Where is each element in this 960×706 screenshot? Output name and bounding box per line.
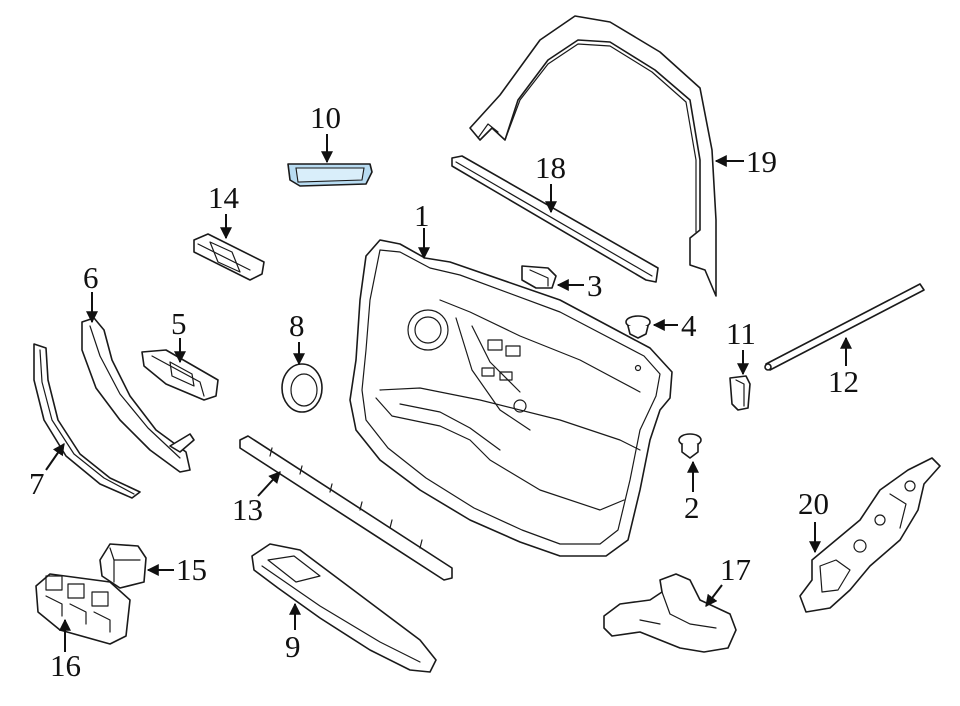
callout-17: 17: [720, 552, 751, 587]
part-12-rod[interactable]: [764, 283, 925, 371]
callout-10: 10: [310, 100, 341, 135]
callout-1: 1: [414, 198, 430, 233]
part-8-speaker-ring[interactable]: [281, 363, 323, 413]
callout-12: 12: [828, 364, 859, 399]
part-15-switch[interactable]: [99, 543, 147, 589]
callout-14: 14: [208, 180, 240, 215]
callout-3: 3: [587, 268, 603, 303]
callout-8: 8: [289, 308, 305, 343]
callout-13: 13: [232, 492, 263, 527]
part-19-window-frame[interactable]: [469, 15, 717, 297]
part-3-clip-bracket[interactable]: [521, 265, 557, 289]
part-6-trim-strip[interactable]: [81, 317, 195, 473]
part-18-weatherstrip[interactable]: [451, 155, 659, 283]
callout-4: 4: [681, 308, 697, 343]
callout-15: 15: [176, 552, 207, 587]
part-1-door-panel[interactable]: [349, 239, 673, 557]
callout-9: 9: [285, 629, 301, 664]
callout-5: 5: [171, 306, 187, 341]
part-20-reinforcement[interactable]: [799, 457, 941, 613]
part-7-trim-strip[interactable]: [33, 343, 141, 499]
callout-20: 20: [798, 486, 829, 521]
callout-11: 11: [726, 316, 756, 351]
part-4-grommet[interactable]: [625, 315, 651, 339]
part-17-bracket[interactable]: [603, 573, 737, 653]
callout-19: 19: [746, 144, 777, 179]
part-14-switch-housing[interactable]: [193, 233, 265, 281]
leader-arrows: [45, 134, 852, 652]
callout-16: 16: [50, 648, 81, 683]
callout-2: 2: [684, 490, 700, 525]
part-11-clip[interactable]: [729, 375, 751, 411]
callout-labels: 1 2 3 4 5 6 7 8 9 10 11 12 13 14 15 16 1…: [29, 100, 859, 683]
part-10-highlighted[interactable]: [287, 163, 373, 187]
callout-7: 7: [29, 466, 45, 501]
part-9-armrest-cover[interactable]: [251, 543, 437, 673]
part-2-fastener[interactable]: [678, 433, 702, 459]
callout-6: 6: [83, 260, 99, 295]
part-13-seal-strip[interactable]: [239, 435, 453, 581]
callout-18: 18: [535, 150, 566, 185]
